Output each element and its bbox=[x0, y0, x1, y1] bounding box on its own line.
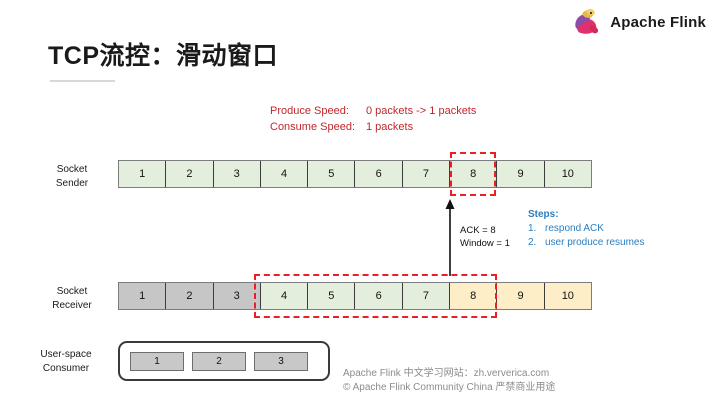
footer-line2: © Apache Flink Community China 严禁商业用途 bbox=[343, 382, 556, 393]
socket-receiver-label: Socket Receiver bbox=[34, 285, 110, 313]
receiver-packet-cell-1: 1 bbox=[119, 283, 167, 309]
receiver-packet-cell-7: 7 bbox=[402, 283, 451, 309]
step-item: 2. user produce resumes bbox=[528, 236, 645, 250]
user-space-consumer-label: User-space Consumer bbox=[28, 348, 104, 376]
consume-speed-value: 1 packets bbox=[366, 121, 414, 133]
socket-sender-label-line1: Socket bbox=[56, 164, 88, 175]
step-number: 2. bbox=[528, 237, 537, 248]
sender-packet-cell-8: 8 bbox=[450, 161, 498, 187]
receiver-packet-cell-4: 4 bbox=[260, 283, 309, 309]
steps-title: Steps: bbox=[528, 209, 559, 220]
produce-speed-row: Produce Speed: 0 packets -> 1 packets bbox=[270, 103, 476, 119]
footer-credit: Apache Flink 中文学习网站：zh.ververica.com © A… bbox=[343, 367, 555, 395]
footer-line1: Apache Flink 中文学习网站：zh.ververica.com bbox=[343, 368, 550, 379]
step-text: user produce resumes bbox=[545, 237, 645, 248]
brand-name: Apache Flink bbox=[610, 13, 706, 31]
sender-packet-cell-4: 4 bbox=[260, 161, 309, 187]
receiver-packet-cell-3: 3 bbox=[213, 283, 261, 309]
sender-packet-cell-3: 3 bbox=[213, 161, 261, 187]
steps-list: Steps: 1. respond ACK 2. user produce re… bbox=[528, 208, 645, 250]
sender-packet-cell-5: 5 bbox=[308, 161, 356, 187]
title-underline-rule bbox=[50, 80, 115, 82]
produce-speed-value: 0 packets -> 1 packets bbox=[366, 105, 477, 117]
step-number: 1. bbox=[528, 223, 537, 234]
consumer-packet-cell-2: 2 bbox=[192, 351, 246, 371]
brand-lockup: Apache Flink bbox=[571, 6, 706, 38]
speed-annotations: Produce Speed: 0 packets -> 1 packets Co… bbox=[270, 103, 476, 135]
ack-arrow-icon bbox=[445, 199, 455, 276]
flink-squirrel-logo-icon bbox=[575, 9, 599, 34]
consume-speed-label: Consume Speed: bbox=[270, 121, 355, 133]
sender-packet-cell-6: 6 bbox=[355, 161, 403, 187]
sender-packet-cell-2: 2 bbox=[166, 161, 214, 187]
receiver-packet-cell-5: 5 bbox=[308, 283, 356, 309]
page-title: TCP流控：滑动窗口 bbox=[48, 42, 279, 70]
step-item: 1. respond ACK bbox=[528, 222, 645, 236]
sender-packet-cell-9: 9 bbox=[497, 161, 545, 187]
consumer-packet-cell-3: 3 bbox=[254, 351, 308, 371]
consume-speed-row: Consume Speed: 1 packets bbox=[270, 119, 476, 135]
socket-receiver-label-line1: Socket bbox=[56, 286, 88, 297]
receiver-packet-cell-2: 2 bbox=[166, 283, 214, 309]
window-value: Window = 1 bbox=[460, 238, 510, 249]
socket-sender-label-line2: Sender bbox=[55, 178, 89, 189]
sender-packet-cell-1: 1 bbox=[119, 161, 167, 187]
receiver-packet-cell-8: 8 bbox=[450, 283, 498, 309]
socket-receiver-label-line2: Receiver bbox=[52, 300, 92, 311]
step-text: respond ACK bbox=[545, 223, 604, 234]
consumer-packet-cell-1: 1 bbox=[130, 351, 184, 371]
socket-sender-label: Socket Sender bbox=[34, 163, 110, 191]
receiver-packet-cell-9: 9 bbox=[497, 283, 545, 309]
user-space-consumer-label-line1: User-space bbox=[40, 349, 92, 360]
user-space-consumer-label-line2: Consumer bbox=[42, 363, 90, 374]
ack-value: ACK = 8 bbox=[460, 225, 496, 236]
sender-packet-cell-7: 7 bbox=[402, 161, 451, 187]
receiver-packet-cell-10: 10 bbox=[544, 283, 591, 309]
receiver-packet-cell-6: 6 bbox=[355, 283, 403, 309]
sender-packet-cell-10: 10 bbox=[544, 161, 591, 187]
produce-speed-label: Produce Speed: bbox=[270, 105, 349, 117]
ack-annotation: ACK = 8 Window = 1 bbox=[460, 224, 510, 250]
